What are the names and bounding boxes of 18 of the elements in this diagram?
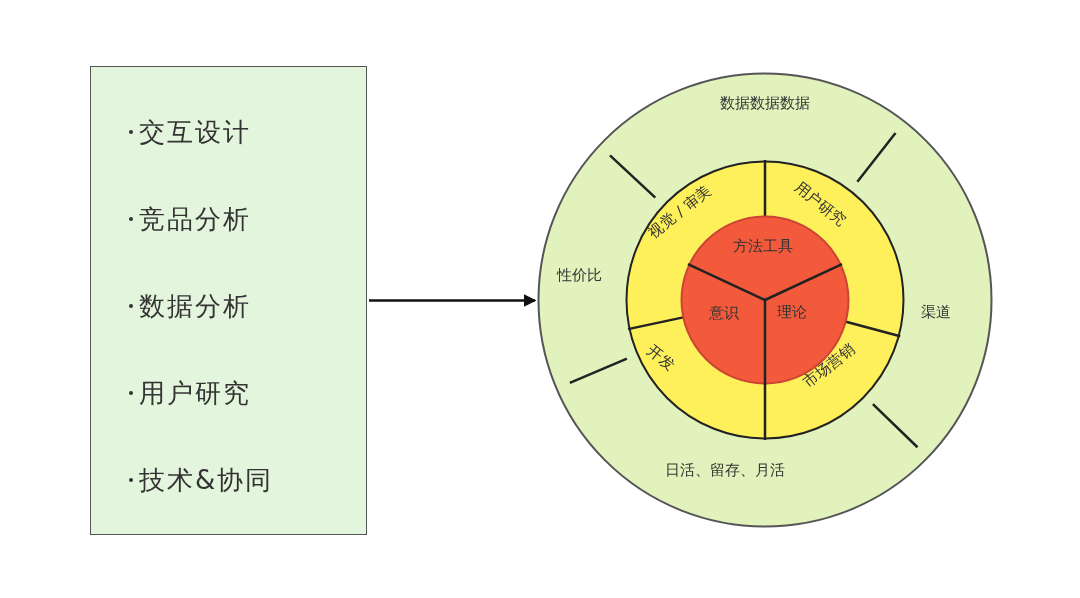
list-item: 数据分析	[139, 293, 251, 319]
list-item: 用户研究	[139, 380, 251, 406]
list-panel	[90, 66, 367, 535]
ring-label: 用户研究	[791, 179, 849, 229]
ring-label: 市场营销	[800, 341, 858, 391]
ring-label: 数据数据数据	[720, 95, 810, 111]
ring-label: 开发	[644, 342, 678, 374]
ring-label: 性价比	[556, 267, 602, 283]
ring-label: 意识	[709, 305, 739, 321]
ring-label: 方法工具	[733, 238, 793, 254]
arrow	[369, 294, 537, 307]
list-item: 交互设计	[139, 119, 251, 145]
list-item: 技术&协同	[139, 467, 274, 493]
ring-label: 渠道	[921, 304, 951, 320]
ring-label: 日活、留存、月活	[665, 462, 785, 478]
ring-label: 理论	[777, 304, 807, 320]
ring-label: 视觉 / 审美	[646, 183, 714, 241]
list-item: 竞品分析	[139, 206, 251, 232]
